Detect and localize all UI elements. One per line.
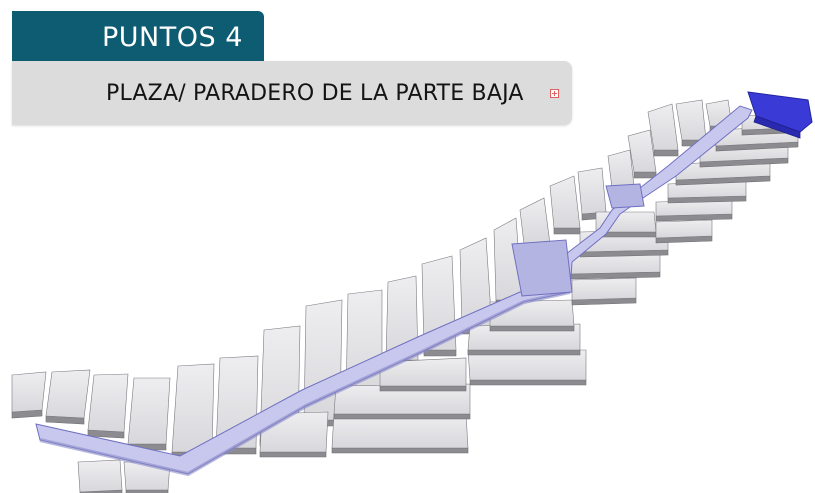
block-side <box>423 349 457 357</box>
building-block <box>11 371 47 413</box>
block-side <box>489 325 575 332</box>
building-block <box>45 369 91 419</box>
block-side <box>653 149 679 157</box>
building-block <box>607 149 635 189</box>
building-block <box>647 103 679 151</box>
building-block <box>675 99 707 141</box>
building-block <box>379 357 467 387</box>
building-block <box>519 197 551 245</box>
section-title-tab: PUNTOS 4 <box>12 11 264 61</box>
block-side <box>467 349 581 356</box>
plaza-upper <box>605 183 645 209</box>
plaza-areas <box>511 183 645 297</box>
anchor-marker-icon[interactable] <box>550 89 559 98</box>
building-block <box>171 363 215 453</box>
building-block <box>627 129 657 173</box>
block-side <box>379 385 467 392</box>
section-subtitle: PLAZA/ PARADERO DE LA PARTE BAJA <box>106 81 524 106</box>
block-side <box>331 447 469 454</box>
terminal-side <box>753 115 801 139</box>
block-side <box>259 451 327 458</box>
building-block <box>127 377 171 445</box>
block-side <box>469 379 587 386</box>
building-block <box>577 167 607 215</box>
subtitle-bar: PLAZA/ PARADERO DE LA PARTE BAJA <box>12 61 572 125</box>
building-block <box>655 219 713 239</box>
terminal-roof <box>747 91 813 133</box>
walkway-edge <box>39 290 571 477</box>
block-side <box>633 171 657 179</box>
plaza-main <box>511 239 573 297</box>
building-block <box>87 373 129 433</box>
block-side <box>333 413 471 420</box>
block-side <box>553 227 581 235</box>
building-block <box>77 459 123 493</box>
section-title: PUNTOS 4 <box>102 22 243 53</box>
building-block <box>571 277 637 301</box>
terminal-structure <box>747 91 813 139</box>
building-block <box>549 175 581 229</box>
